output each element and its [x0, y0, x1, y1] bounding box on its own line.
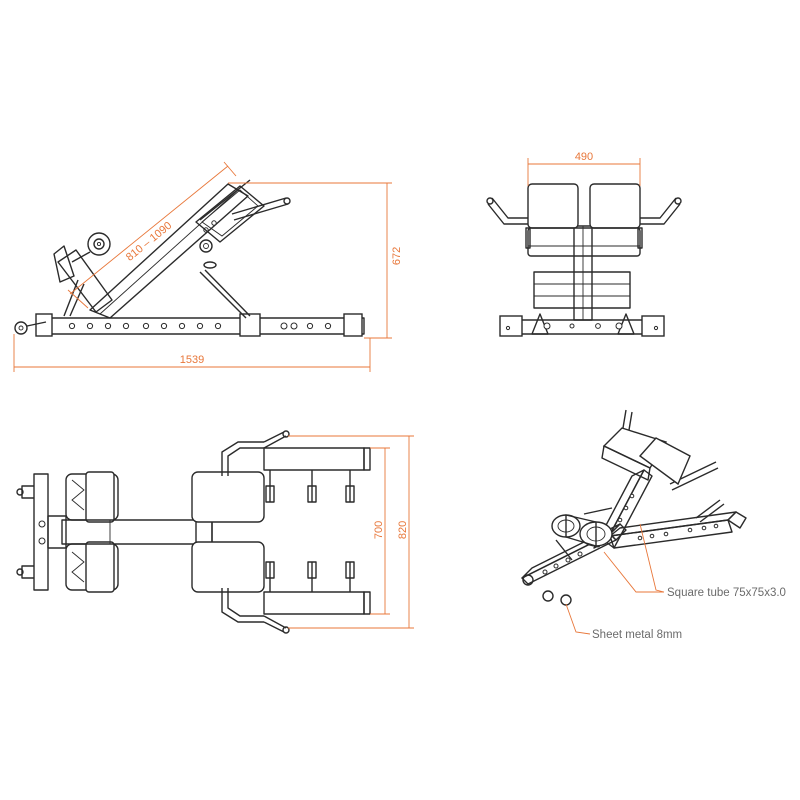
callout-sheet-metal: Sheet metal 8mm	[592, 629, 682, 641]
dim-top-width-outer: 820	[397, 521, 409, 539]
base-holes	[68, 322, 332, 330]
dim-side-height: 672	[391, 247, 403, 265]
top-view	[16, 430, 371, 634]
dim-top-width-inner: 700	[373, 521, 385, 539]
side-view	[14, 179, 365, 337]
callout-leaders	[565, 523, 665, 635]
dim-side-adjust: 810 – 1090	[124, 220, 174, 264]
top-view-dimensions	[288, 435, 414, 629]
front-view-dimensions	[527, 158, 641, 186]
side-view-dimensions	[13, 161, 392, 372]
dim-side-length: 1539	[180, 354, 204, 366]
front-view	[486, 183, 682, 337]
isometric-view	[521, 409, 747, 606]
callout-square-tube: Square tube 75x75x3.0	[667, 587, 786, 599]
dim-front-width: 490	[575, 151, 593, 163]
